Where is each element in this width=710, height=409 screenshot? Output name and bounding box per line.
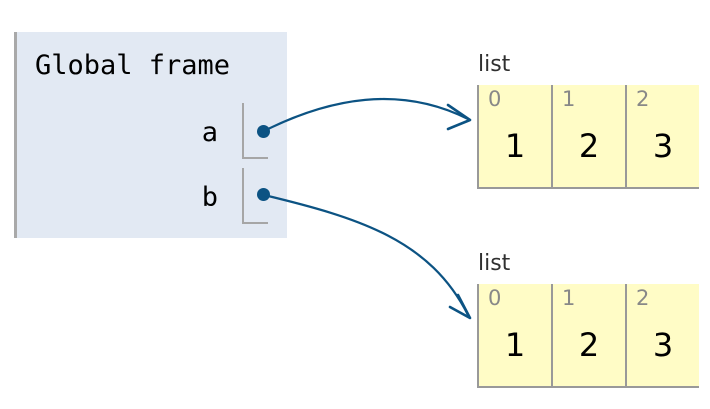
list-label-1: list [478, 52, 511, 77]
cell-value: 3 [652, 127, 674, 165]
pointer-dot-a [257, 125, 270, 138]
frame-title: Global frame [35, 50, 231, 81]
list-cell: 2 3 [627, 85, 699, 187]
cell-index: 2 [636, 286, 650, 310]
variable-name-a: a [201, 117, 218, 148]
list-cell: 1 2 [553, 284, 627, 386]
cell-value: 1 [504, 326, 526, 364]
list-cell: 2 3 [627, 284, 699, 386]
pointer-arrow-a [262, 97, 470, 133]
pointer-dot-b [257, 188, 270, 201]
cell-value: 3 [652, 326, 674, 364]
list-cell: 1 2 [553, 85, 627, 187]
arrowhead-b [448, 293, 472, 320]
arrowhead-a [446, 103, 472, 131]
cell-index: 0 [488, 286, 502, 310]
list-cell: 0 1 [479, 284, 553, 386]
cell-index: 1 [562, 286, 576, 310]
cell-value: 1 [504, 127, 526, 165]
list-cell: 0 1 [479, 85, 553, 187]
variable-name-b: b [201, 182, 218, 213]
cell-value: 2 [578, 127, 600, 165]
heap-list-1: 0 1 1 2 2 3 [477, 85, 699, 189]
variable-slot-b [242, 168, 268, 224]
cell-index: 2 [636, 87, 650, 111]
list-label-2: list [478, 251, 511, 276]
cell-index: 0 [488, 87, 502, 111]
variable-slot-a [242, 103, 268, 159]
cell-value: 2 [578, 326, 600, 364]
global-frame: Global frame [14, 32, 287, 238]
heap-list-2: 0 1 1 2 2 3 [477, 284, 699, 388]
pointer-arrow-b [262, 193, 470, 317]
cell-index: 1 [562, 87, 576, 111]
